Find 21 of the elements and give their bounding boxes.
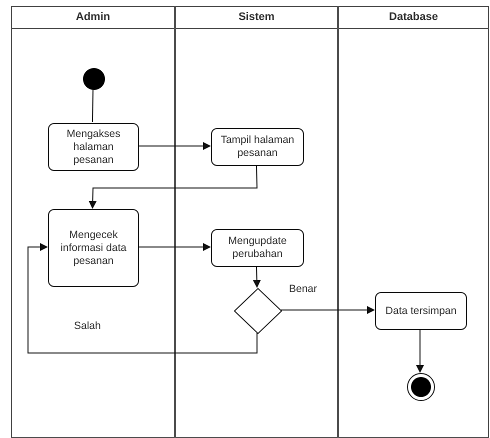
end-node [407,373,435,401]
arrow [88,164,258,209]
decision-diamond [234,288,282,334]
start-node [83,68,105,90]
lane-header: Admin [12,7,174,29]
arrow [28,243,258,354]
arrow [252,266,261,288]
swimlane [175,6,338,438]
arrow [138,243,211,251]
activity-box: Mengakses halaman pesanan [48,123,139,171]
activity-box: Mengupdate perubahan [211,229,304,267]
lane-header: Sistem [176,7,337,29]
swimlane [338,6,489,438]
swimlane [11,6,175,438]
arrow [416,328,424,373]
activity-box: Tampil halaman pesanan [211,128,304,166]
lane-header: Database [339,7,488,29]
activity-box: Mengecek informasi data pesanan [48,209,139,287]
activity-box: Data tersimpan [375,292,467,330]
arrow [280,306,375,314]
arrow [138,142,211,150]
